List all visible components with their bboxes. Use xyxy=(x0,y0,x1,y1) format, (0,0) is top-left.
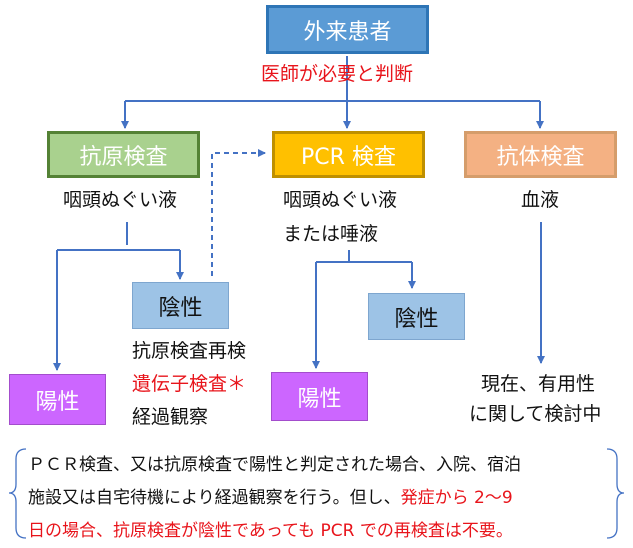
antibody-note-line1: 現在、有用性 xyxy=(481,373,596,395)
followup-line3: 経過観察 xyxy=(132,406,209,428)
followup-line1: 抗原検査再検 xyxy=(132,340,247,362)
followup-line2: 遺伝子検査＊ xyxy=(132,373,247,395)
antigen-positive-box: 陽性 xyxy=(9,374,106,425)
antigen-sample-text: 咽頭ぬぐい液 xyxy=(63,189,178,211)
pcr-sample-line2: または唾液 xyxy=(283,223,379,245)
note-text: ＰＣＲ検査、又は抗原検査で陽性と判定された場合、入院、宿泊 施設又は自宅待機によ… xyxy=(28,449,608,548)
note-left-bracket xyxy=(8,448,27,539)
antibody-sample-text: 血液 xyxy=(521,189,560,211)
antigen-negative-box: 陰性 xyxy=(132,282,229,329)
note-line3: 日の場合、抗原検査が陰性であっても PCR での再検査は不要。 xyxy=(28,521,513,541)
antigen-negative-label: 陰性 xyxy=(158,295,203,321)
note-line1: ＰＣＲ検査、又は抗原検査で陽性と判定された場合、入院、宿泊 xyxy=(28,455,521,475)
antigen-test-box: 抗原検査 xyxy=(47,131,200,178)
antigen-positive-label: 陽性 xyxy=(35,389,80,415)
pcr-test-label: PCR 検査 xyxy=(301,144,396,170)
antibody-test-label: 抗体検査 xyxy=(496,144,585,170)
note-right-bracket xyxy=(606,448,625,539)
note-line2-normal: 施設又は自宅待機により経過観察を行う。但し、 xyxy=(28,488,401,508)
antigen-test-label: 抗原検査 xyxy=(79,144,168,170)
pcr-test-box: PCR 検査 xyxy=(272,131,425,178)
antibody-test-box: 抗体検査 xyxy=(464,131,617,178)
pcr-positive-box: 陽性 xyxy=(271,372,368,421)
antibody-note-line2: に関して検討中 xyxy=(469,403,602,425)
outpatient-label: 外来患者 xyxy=(303,19,392,45)
outpatient-box: 外来患者 xyxy=(266,5,429,54)
pcr-negative-box: 陰性 xyxy=(368,293,465,340)
note-line2-red: 発症から 2～9 xyxy=(400,488,513,508)
doctor-decision-text: 医師が必要と判断 xyxy=(261,63,414,85)
note-line2: 施設又は自宅待機により経過観察を行う。但し、発症から 2～9 xyxy=(28,482,608,515)
pcr-sample-line1: 咽頭ぬぐい液 xyxy=(283,189,398,211)
pcr-positive-label: 陽性 xyxy=(297,386,342,412)
dashed-retest-path xyxy=(211,149,266,276)
pcr-negative-label: 陰性 xyxy=(394,306,439,332)
